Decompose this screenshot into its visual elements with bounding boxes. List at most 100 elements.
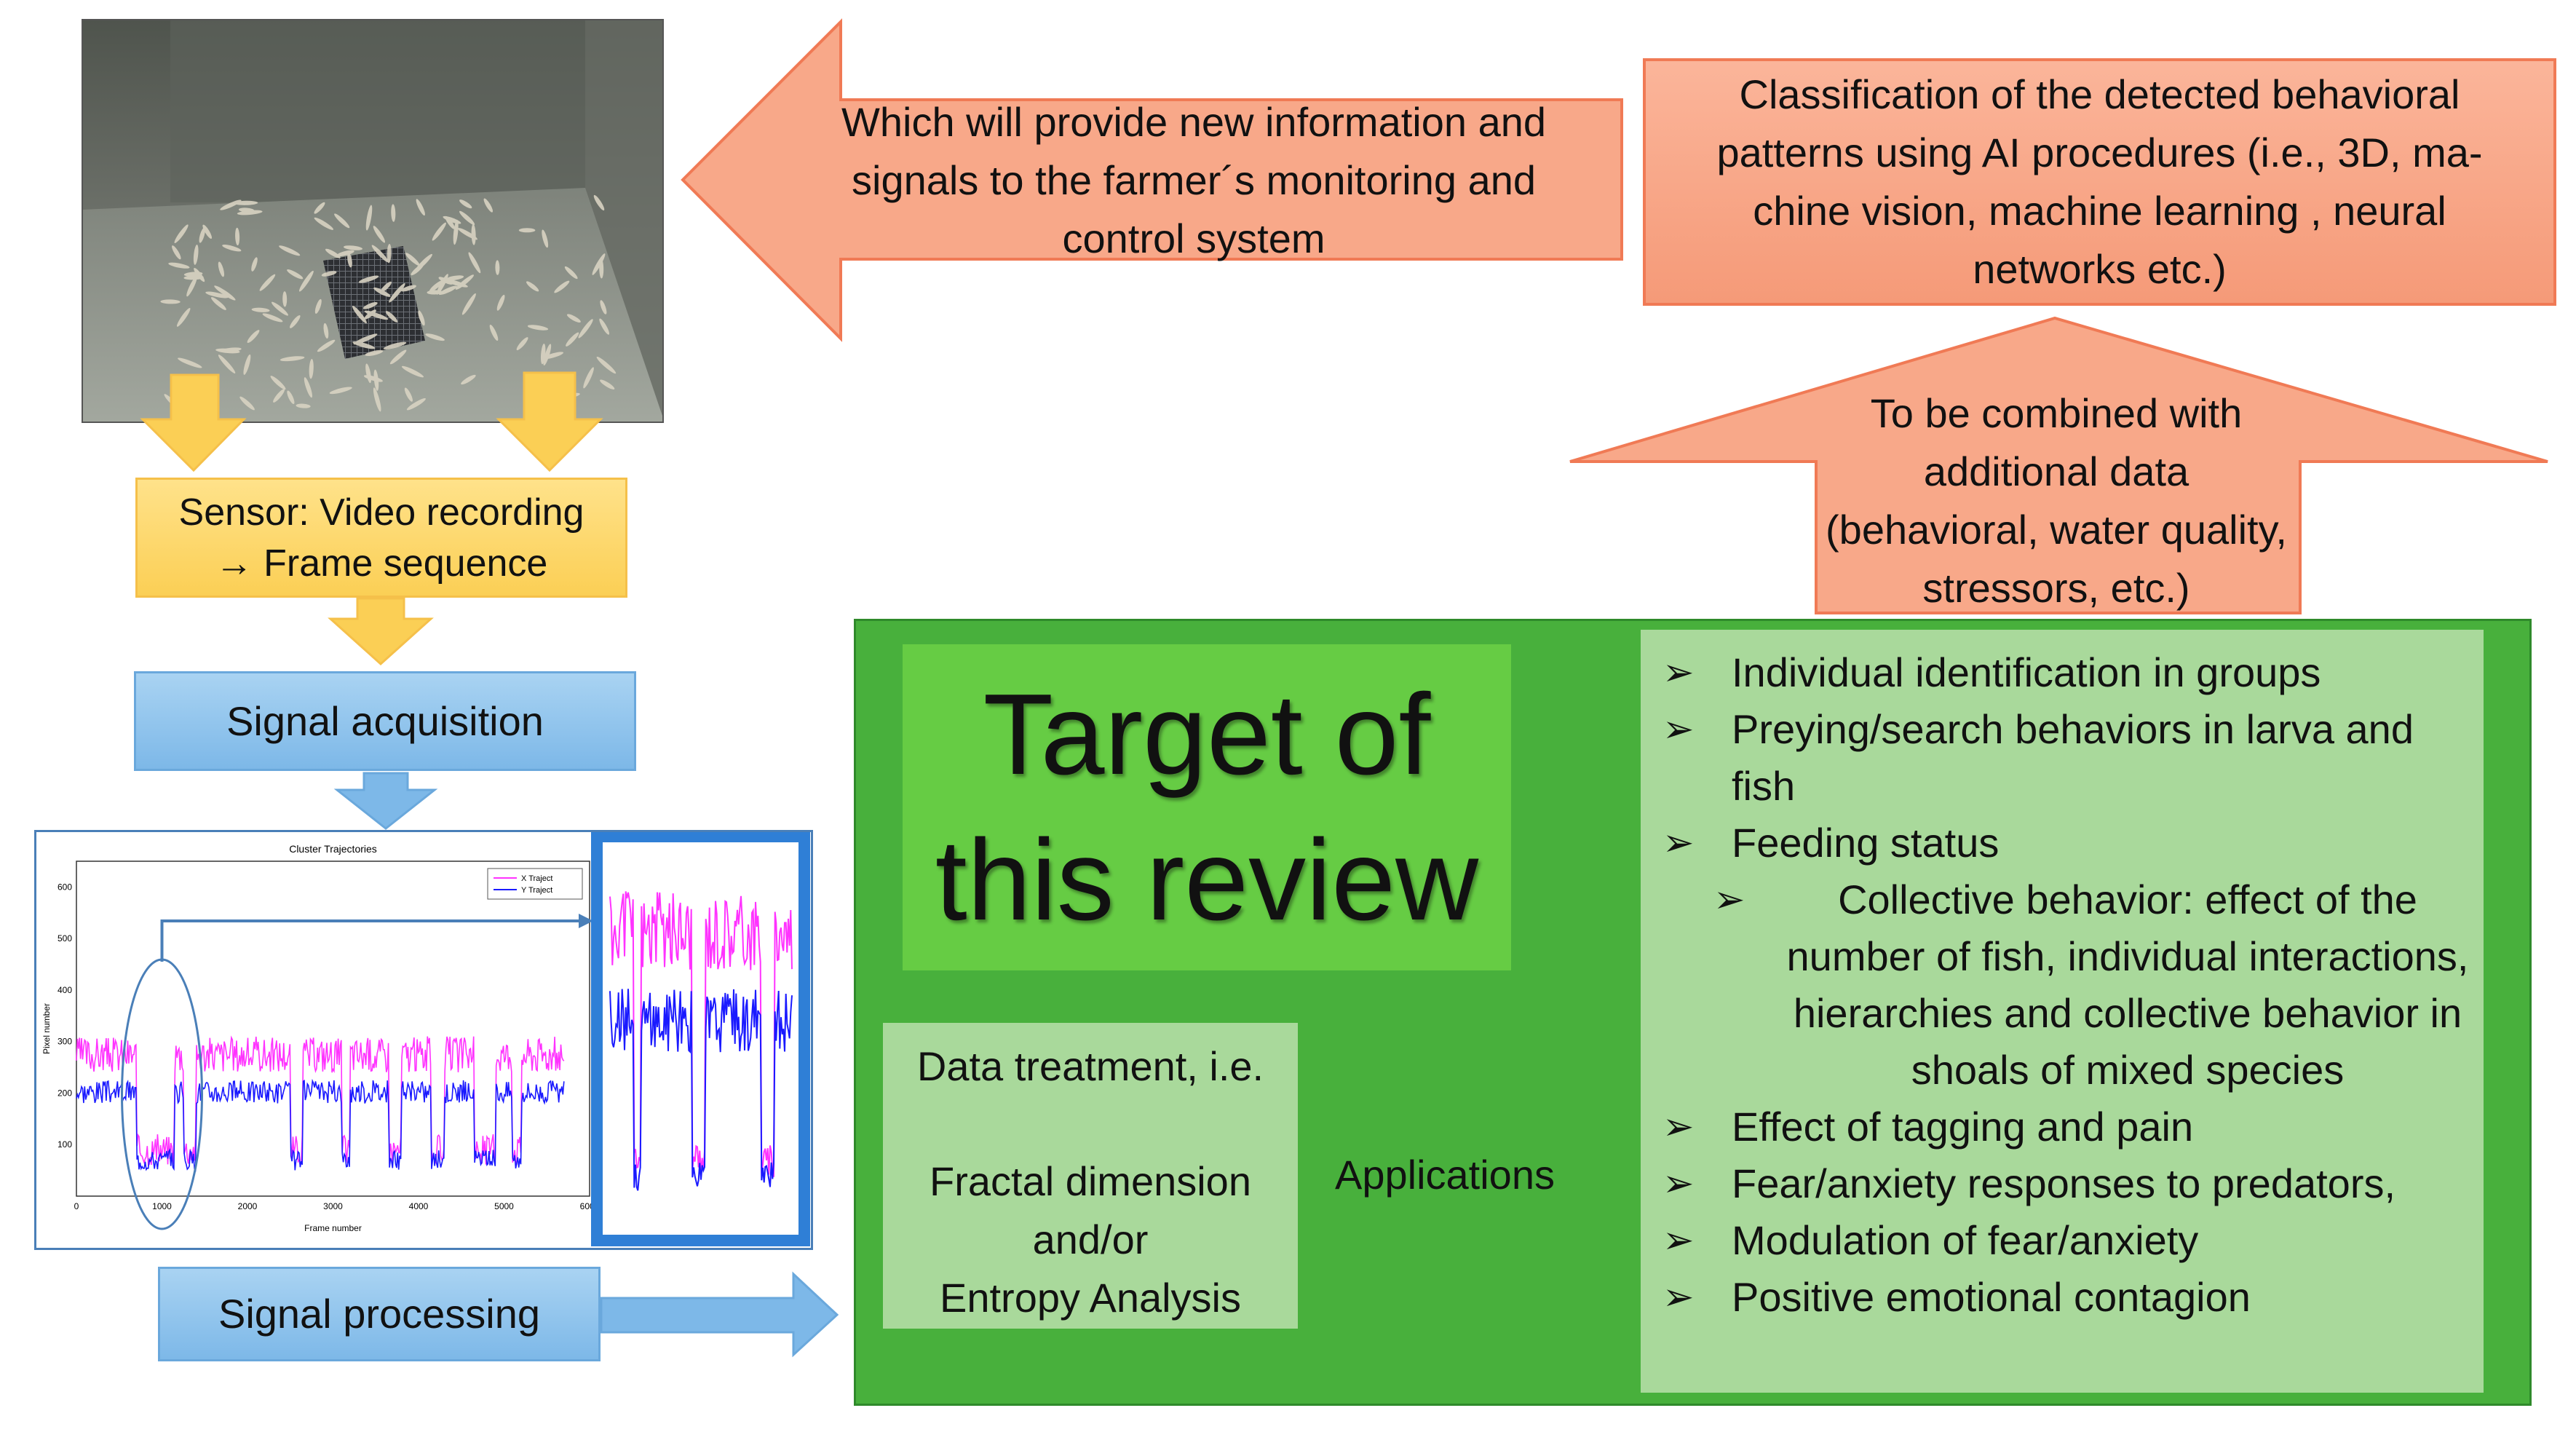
fish-mark xyxy=(168,262,190,269)
series-line-y xyxy=(76,1078,565,1172)
fish-mark xyxy=(334,213,350,229)
target-title-box: Target of this review xyxy=(903,644,1511,970)
fish-mark xyxy=(542,229,549,248)
chart-title: Cluster Trajectories xyxy=(289,843,377,855)
fish-mark xyxy=(373,387,381,412)
fish-mark xyxy=(459,210,475,226)
fish-mark xyxy=(600,379,615,389)
fish-mark xyxy=(329,387,352,395)
fish-mark xyxy=(593,194,605,211)
fish-mark xyxy=(358,275,379,283)
fish-mark xyxy=(218,355,236,374)
signal-processing-box: Signal processing xyxy=(158,1267,601,1361)
fish-mark xyxy=(262,313,283,323)
fish-mark xyxy=(471,223,476,245)
fish-mark xyxy=(160,299,181,304)
sensor-box: Sensor: Video recording → Frame sequence xyxy=(135,478,627,598)
fish-mark xyxy=(336,250,354,257)
x-axis-label: Frame number xyxy=(304,1223,362,1233)
bullet-arrow-icon: ➢ xyxy=(1662,652,1695,694)
fish-mark xyxy=(489,324,499,341)
fish-mark xyxy=(427,290,443,295)
fish-mark xyxy=(566,332,579,347)
yellow-arrow-center xyxy=(328,597,434,666)
fish-mark xyxy=(282,291,288,307)
fish-mark xyxy=(314,217,334,230)
y-tick-label: 600 xyxy=(58,882,72,892)
fish-mark xyxy=(458,228,477,240)
classification-box: Classification of the detected behaviora… xyxy=(1643,58,2556,306)
fish-mark xyxy=(238,207,255,213)
fish-mark xyxy=(600,300,607,315)
fish-mark xyxy=(222,244,242,252)
fish-mark xyxy=(468,252,481,274)
fish-mark xyxy=(220,199,242,210)
fish-mark xyxy=(347,253,352,268)
legend-label: Y Traject xyxy=(521,886,552,895)
zoom-series-line-y xyxy=(609,989,793,1191)
applications-label-wrap: Applications xyxy=(1321,1133,1569,1217)
target-title-line2: this review xyxy=(935,816,1479,944)
bullet-arrow-icon: ➢ xyxy=(1713,879,1745,921)
data-treatment-line3: Entropy Analysis xyxy=(940,1275,1241,1321)
fish-mark xyxy=(220,347,242,353)
fish-mark xyxy=(461,293,476,315)
sensor-line2: → Frame sequence xyxy=(215,542,548,585)
fish-mark xyxy=(218,261,225,277)
fish-mark xyxy=(425,333,445,341)
fish-mark xyxy=(495,260,500,275)
fish-mark xyxy=(205,291,229,298)
y-axis-label: Pixel number xyxy=(41,1003,52,1054)
fish-mark xyxy=(404,387,413,402)
connector-arrowhead xyxy=(579,914,593,928)
legend-box xyxy=(487,868,583,900)
fish-mark xyxy=(210,297,226,310)
fish-mark xyxy=(578,319,593,339)
fish-mark xyxy=(280,356,305,362)
up-arrow-shape xyxy=(1569,316,2548,614)
sensor-line1: Sensor: Video recording xyxy=(178,491,584,534)
applications-list: ➢Individual identification in groups ➢Pr… xyxy=(1662,644,2469,1326)
fish-mark xyxy=(298,270,314,292)
fish-mark xyxy=(251,307,270,312)
fish-mark xyxy=(418,310,425,326)
y-tick-label: 200 xyxy=(58,1088,72,1098)
fish-mark xyxy=(445,215,455,229)
fish-mark xyxy=(309,359,314,379)
fish-mark xyxy=(343,245,363,250)
fish-tank-image xyxy=(83,20,662,422)
fish-mark xyxy=(296,403,311,408)
fish-mark xyxy=(400,285,416,292)
fish-mark xyxy=(290,315,301,328)
x-tick-label: 4000 xyxy=(409,1201,429,1211)
x-tick-label: 2000 xyxy=(238,1201,258,1211)
list-item: ➢Feeding status xyxy=(1662,815,2469,871)
fish-mark xyxy=(387,244,392,264)
x-tick-label: 5000 xyxy=(494,1201,514,1211)
bullet-arrow-icon: ➢ xyxy=(1662,1106,1695,1148)
data-treatment-line1: Data treatment, i.e. xyxy=(916,1043,1264,1089)
list-item: ➢Fear/anxiety responses to predators, xyxy=(1662,1155,2469,1212)
fish-mark xyxy=(202,224,213,240)
y-tick-label: 300 xyxy=(58,1037,72,1047)
signal-processing-label: Signal processing xyxy=(218,1291,541,1337)
fish-mark xyxy=(353,333,378,345)
fish-mark xyxy=(239,396,255,411)
fish-mark xyxy=(365,349,384,356)
fish-mark xyxy=(193,244,199,265)
fish-mark xyxy=(364,309,376,320)
fish-mark xyxy=(304,377,312,398)
fish-mark xyxy=(566,314,581,323)
yellow-arrow-left xyxy=(140,373,247,472)
fish-mark xyxy=(516,337,528,351)
fish-mark xyxy=(496,294,505,311)
list-item: ➢Collective behavior: effect of the numb… xyxy=(1662,871,2469,1099)
fish-mark xyxy=(183,272,203,277)
plot-area xyxy=(76,861,590,1197)
fish-mark xyxy=(176,308,191,327)
classification-text: Classification of the detected behaviora… xyxy=(1716,71,2483,292)
fish-tank-photo xyxy=(82,19,664,423)
fish-mark xyxy=(583,367,594,389)
fish-mark xyxy=(251,257,258,272)
list-item: ➢Modulation of fear/anxiety xyxy=(1662,1212,2469,1269)
